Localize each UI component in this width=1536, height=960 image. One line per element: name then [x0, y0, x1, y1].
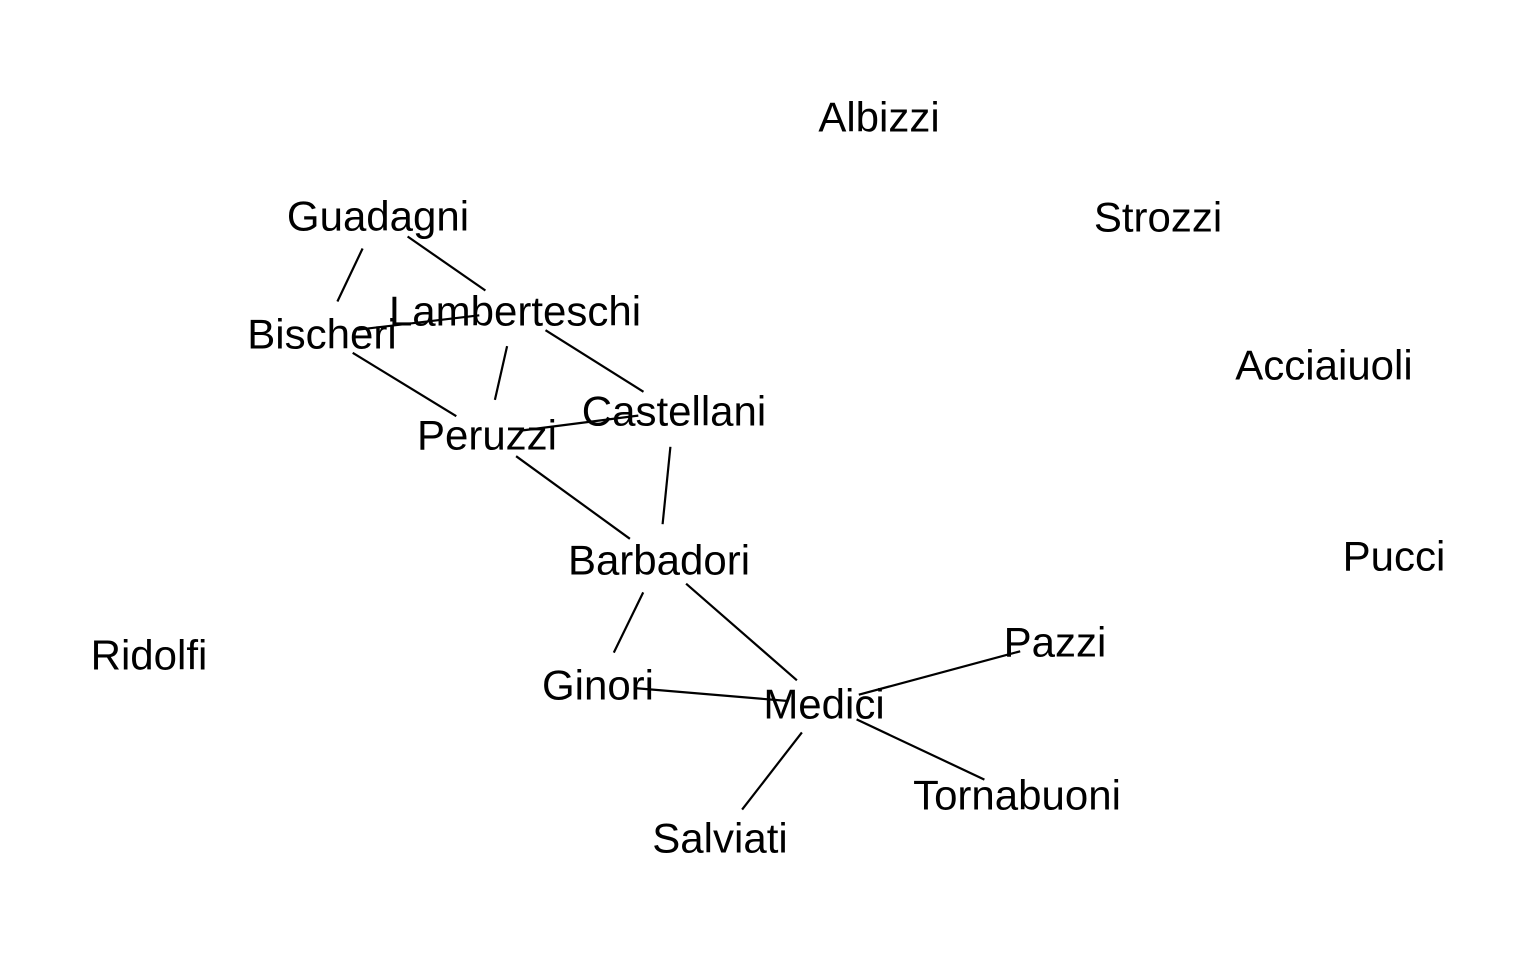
edge-guadagni-lamberteschi	[406, 235, 487, 292]
node-barbadori: Barbadori	[568, 537, 750, 584]
edge-lamberteschi-castellani	[544, 329, 645, 393]
edge-castellani-barbadori	[661, 446, 672, 525]
edge-bischeri-peruzzi	[352, 351, 457, 418]
graph-edges	[336, 235, 1021, 811]
node-peruzzi: Peruzzi	[417, 412, 557, 459]
node-pazzi: Pazzi	[1004, 619, 1107, 666]
edge-barbadori-medici	[685, 582, 798, 682]
edge-peruzzi-castellani	[522, 414, 639, 432]
edge-medici-pazzi	[858, 650, 1021, 696]
node-lamberteschi: Lamberteschi	[389, 288, 641, 335]
node-castellani: Castellani	[582, 388, 766, 435]
node-salviati: Salviati	[652, 815, 787, 862]
edge-bischeri-lamberteschi	[357, 314, 480, 331]
node-ginori: Ginori	[542, 662, 654, 709]
node-pucci: Pucci	[1343, 533, 1446, 580]
edge-medici-salviati	[741, 731, 803, 811]
edge-ginori-medici	[633, 686, 789, 703]
node-ridolfi: Ridolfi	[91, 632, 208, 679]
edge-barbadori-ginori	[612, 591, 645, 654]
graph-nodes: Albizzi Guadagni Strozzi Lamberteschi Bi…	[91, 94, 1446, 862]
edge-peruzzi-barbadori	[515, 455, 631, 540]
node-acciaiuoli: Acciaiuoli	[1235, 342, 1412, 389]
node-guadagni: Guadagni	[287, 193, 469, 240]
node-albizzi: Albizzi	[818, 94, 939, 141]
node-tornabuoni: Tornabuoni	[913, 772, 1121, 819]
edge-medici-tornabuoni	[856, 718, 985, 781]
node-bischeri: Bischeri	[247, 311, 396, 358]
node-medici: Medici	[763, 681, 884, 728]
node-strozzi: Strozzi	[1094, 194, 1222, 241]
edge-lamberteschi-peruzzi	[493, 345, 509, 401]
edge-guadagni-bischeri	[336, 248, 364, 302]
